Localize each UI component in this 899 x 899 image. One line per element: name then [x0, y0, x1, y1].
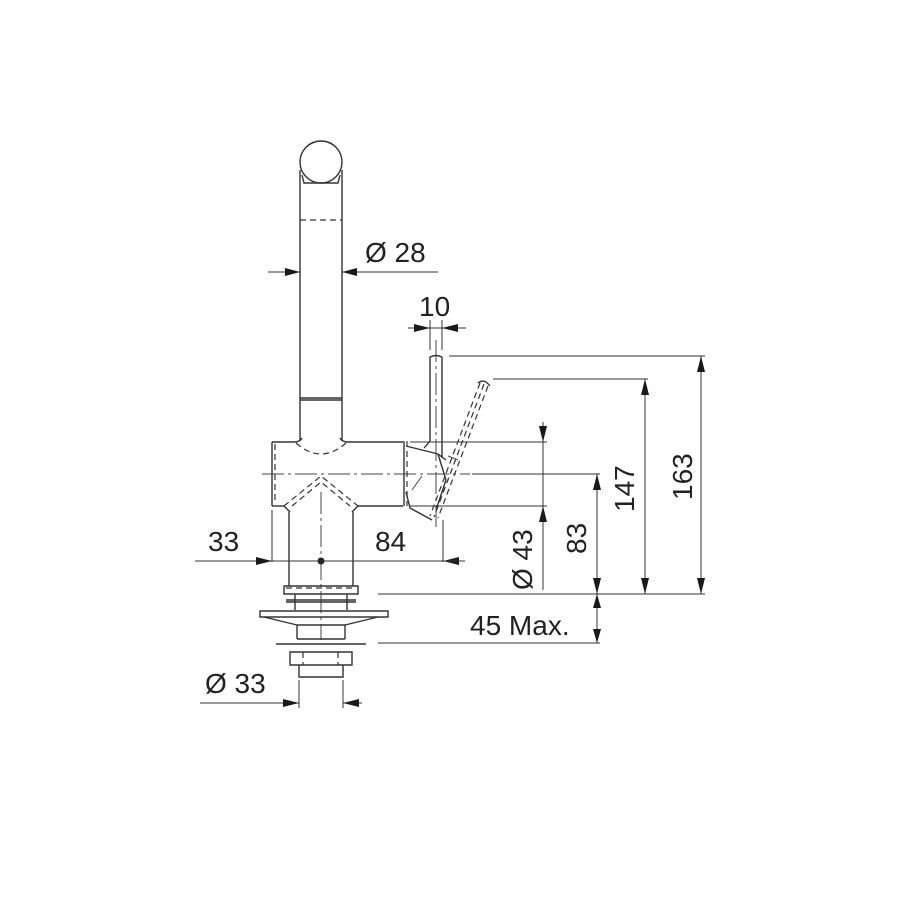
label-lever-width: 10 — [419, 291, 450, 322]
dim-body-diameter: Ø 43 — [507, 422, 547, 590]
lever-handle — [403, 340, 491, 530]
dim-spout-diameter: Ø 28 — [268, 237, 438, 276]
dim-shank-diameter: Ø 33 — [200, 668, 362, 708]
label-body-height: 83 — [561, 523, 592, 554]
dim-lever-height: 147 — [609, 379, 649, 594]
faucet-body — [262, 437, 470, 513]
dim-lever-width: 10 — [408, 291, 466, 350]
dim-mount-thickness: 45 Max. — [470, 594, 601, 643]
extension-lines — [378, 355, 705, 644]
label-shank-diameter: Ø 33 — [205, 668, 266, 699]
dim-reach: 33 84 — [195, 510, 465, 565]
label-spout-diameter: Ø 28 — [365, 237, 426, 268]
spout — [299, 140, 343, 440]
dim-total-height: 163 — [667, 356, 705, 594]
label-reach: 84 — [375, 526, 406, 557]
label-mount-thickness: 45 Max. — [470, 610, 570, 641]
shank-and-mount — [259, 492, 389, 678]
label-lever-height: 147 — [609, 465, 640, 512]
label-body-diameter: Ø 43 — [507, 529, 538, 590]
dim-body-height: 83 — [561, 474, 601, 594]
label-total-height: 163 — [667, 453, 698, 500]
label-overhang: 33 — [208, 526, 239, 557]
